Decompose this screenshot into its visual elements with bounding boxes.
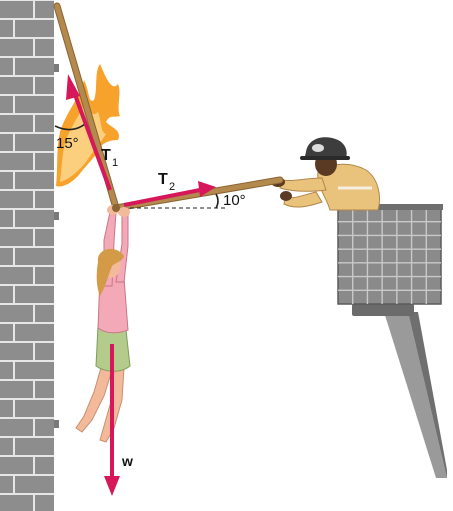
t1-arrow-shaft [72, 91, 112, 191]
angle-label-15: 15° [56, 135, 79, 152]
force-arrows [66, 74, 216, 496]
angle-arc-10 [215, 193, 219, 209]
wall-bracket [54, 420, 59, 428]
firefighter-hand [280, 191, 292, 201]
wall-bracket [54, 212, 59, 220]
girl-hand [118, 207, 130, 217]
rope-knot [112, 204, 120, 212]
girl-left-leg [75, 363, 113, 433]
t1-label-subscript: 1 [112, 157, 118, 169]
rope-2 [113, 177, 283, 211]
brick-mortar [0, 0, 54, 511]
helmet-icon [304, 137, 347, 160]
wall-body [0, 0, 54, 511]
t1-label-letter: T [101, 147, 111, 164]
weight-label: w [121, 453, 133, 469]
rescue-bucket [336, 204, 443, 305]
bucket-body [337, 207, 442, 305]
t2-label-letter: T [158, 171, 168, 188]
w-arrow-head [104, 476, 120, 496]
t2-arrow-head [198, 181, 216, 197]
flame-inner [60, 100, 106, 182]
firefighter-arm [279, 177, 327, 192]
helmet-brim [300, 156, 350, 160]
angle-label-10: 10° [223, 192, 246, 209]
boom-arm [384, 312, 447, 478]
bucket-grid [338, 208, 441, 304]
crane-boom [352, 304, 447, 478]
girl-hair [96, 248, 124, 296]
firefighter-arm-lower [283, 191, 323, 208]
t1-arrow-head [66, 74, 80, 100]
bucket-base [352, 304, 414, 316]
ropes [53, 2, 284, 212]
t2-label-subscript: 2 [169, 181, 175, 193]
angle-arc-15 [54, 123, 86, 131]
t2-arrow-shaft [123, 188, 201, 207]
firefighter-figure [271, 137, 380, 211]
brick-wall [0, 0, 59, 511]
boom-shadow [408, 312, 447, 478]
wall-bracket [54, 64, 59, 72]
bucket-rim [336, 204, 443, 210]
helmet-badge [312, 144, 324, 152]
girl-figure [75, 205, 131, 443]
